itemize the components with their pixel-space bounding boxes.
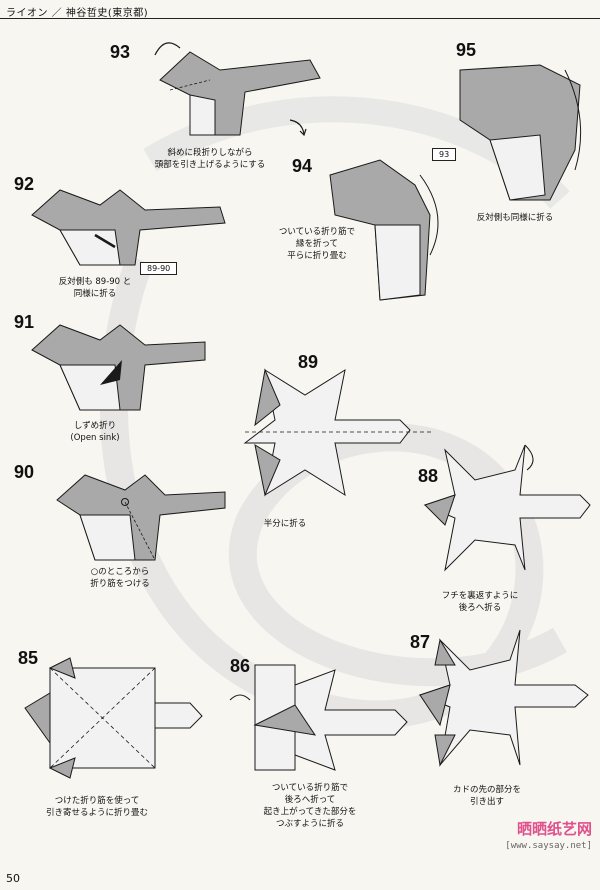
step-88-caption: フチを裏返すように 後ろへ折る xyxy=(441,591,519,613)
step-89-caption: 半分に折る xyxy=(263,519,307,529)
step-90-figure xyxy=(56,474,226,561)
step-94-figure xyxy=(329,159,439,301)
step-number-88: 88 xyxy=(418,466,439,486)
step-94-caption: ついている折り筋で 縁を折って 平らに折り畳む xyxy=(278,227,356,261)
step-95-ref-box: 93 xyxy=(432,148,457,161)
step-86-caption: ついている折り筋で 後ろへ折って 起き上がってきた部分を つぶすように折る xyxy=(263,783,357,829)
step-85-figure xyxy=(24,657,203,779)
step-92-ref-box: 89-90 xyxy=(140,262,178,275)
step-93-figure xyxy=(154,42,321,136)
step-number-93: 93 xyxy=(110,42,131,62)
step-90-caption: ○のところから 折り筋をつける xyxy=(90,567,150,589)
next-step-arrow-icon xyxy=(289,119,307,137)
step-91-figure xyxy=(31,324,206,411)
step-86-figure xyxy=(229,664,408,771)
step-number-92: 92 xyxy=(14,174,35,194)
step-number-95: 95 xyxy=(456,40,477,60)
page-number: 50 xyxy=(6,872,20,885)
step-number-85: 85 xyxy=(18,648,39,668)
step-95-caption: 反対側も同様に折る xyxy=(476,213,554,223)
step-92-caption: 反対側も 89-90 と 同様に折る xyxy=(58,277,132,299)
step-number-91: 91 xyxy=(14,312,35,332)
page-header: ライオン ／ 神谷哲史(東京都) xyxy=(6,8,149,19)
watermark-brand: 晒晒纸艺网 xyxy=(516,820,592,838)
watermark: 晒晒纸艺网 [www.saysay.net] xyxy=(472,818,592,851)
step-number-87: 87 xyxy=(410,632,431,652)
step-85-caption: つけた折り筋を使って 引き寄せるように折り畳む xyxy=(45,796,148,818)
step-number-90: 90 xyxy=(14,462,35,482)
watermark-url: [www.saysay.net] xyxy=(505,841,592,851)
step-95-figure xyxy=(459,64,582,201)
step-88-figure xyxy=(423,444,591,572)
step-87-figure xyxy=(418,629,589,767)
step-91-caption: しずめ折り (Open sink) xyxy=(70,421,120,443)
step-89-figure xyxy=(243,368,433,497)
header-rule xyxy=(0,18,600,19)
step-number-86: 86 xyxy=(230,656,251,676)
step-93-caption: 斜めに段折りしながら 頭部を引き上げるようにする xyxy=(154,148,266,170)
step-92-figure xyxy=(31,189,226,266)
step-87-caption: カドの先の部分を 引き出す xyxy=(452,785,521,807)
step-number-89: 89 xyxy=(298,352,319,372)
step-number-94: 94 xyxy=(292,156,313,176)
